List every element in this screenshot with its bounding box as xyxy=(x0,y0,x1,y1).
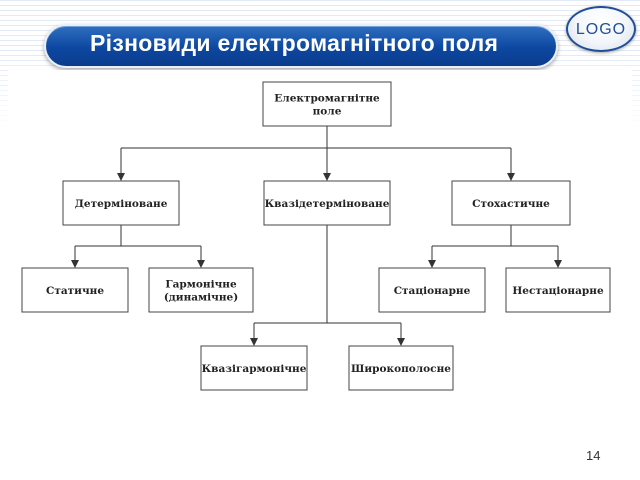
node-box-stochastic xyxy=(451,180,571,226)
logo-badge xyxy=(566,6,636,52)
node-box-quasi xyxy=(263,180,391,226)
node-box-root xyxy=(262,81,392,127)
node-label-stationary: Стаціонарне xyxy=(394,285,471,297)
arrow-quasi xyxy=(323,173,331,181)
node-label-nonstationary: Нестаціонарне xyxy=(512,285,604,297)
arrow-stationary xyxy=(428,260,436,268)
arrow-nonstationary xyxy=(554,260,562,268)
node-label-static: Статичне xyxy=(46,285,104,297)
node-label-stochastic: Стохастичне xyxy=(472,198,550,210)
node-stationary: Стаціонарне xyxy=(378,267,486,313)
node-label-deterministic: Детерміноване xyxy=(75,198,168,210)
node-label-quasi: Квазідетерміноване xyxy=(265,198,390,210)
logo-text: LOGO xyxy=(575,21,627,38)
arrow-static xyxy=(71,260,79,268)
node-box-static xyxy=(21,267,129,313)
node-label-broadband: Широкополосне xyxy=(351,363,451,375)
arrow-broadband xyxy=(397,338,405,346)
page-number: 14 xyxy=(586,448,601,463)
node-label-root: Електромагнітне xyxy=(274,93,380,105)
node-broadband: Широкополосне xyxy=(348,345,454,391)
node-box-nonstationary xyxy=(505,267,611,313)
node-box-broadband xyxy=(348,345,454,391)
node-label-root: поле xyxy=(313,106,342,118)
node-static: Статичне xyxy=(21,267,129,313)
node-stochastic: Стохастичне xyxy=(451,180,571,226)
node-harmonic: Гармонічне(динамічне) xyxy=(148,267,254,313)
diagram-frame xyxy=(8,70,632,410)
node-deterministic: Детерміноване xyxy=(62,180,180,226)
node-box-quasiharmonic xyxy=(200,345,308,391)
slide-title: Різновиди електромагнітного поля xyxy=(90,30,499,56)
node-label-quasiharmonic: Квазігармонічне xyxy=(202,363,307,375)
node-quasi: Квазідетерміноване xyxy=(263,180,391,226)
edges-layer xyxy=(71,126,562,346)
arrow-deterministic xyxy=(117,173,125,181)
title-bar xyxy=(44,24,558,68)
arrow-harmonic xyxy=(197,260,205,268)
node-label-harmonic: Гармонічне xyxy=(165,279,237,291)
node-box-deterministic xyxy=(62,180,180,226)
node-box-stationary xyxy=(378,267,486,313)
node-nonstationary: Нестаціонарне xyxy=(505,267,611,313)
arrow-stochastic xyxy=(507,173,515,181)
arrow-quasiharmonic xyxy=(250,338,258,346)
node-box-harmonic xyxy=(148,267,254,313)
node-label-harmonic: (динамічне) xyxy=(164,292,238,304)
node-quasiharmonic: Квазігармонічне xyxy=(200,345,308,391)
